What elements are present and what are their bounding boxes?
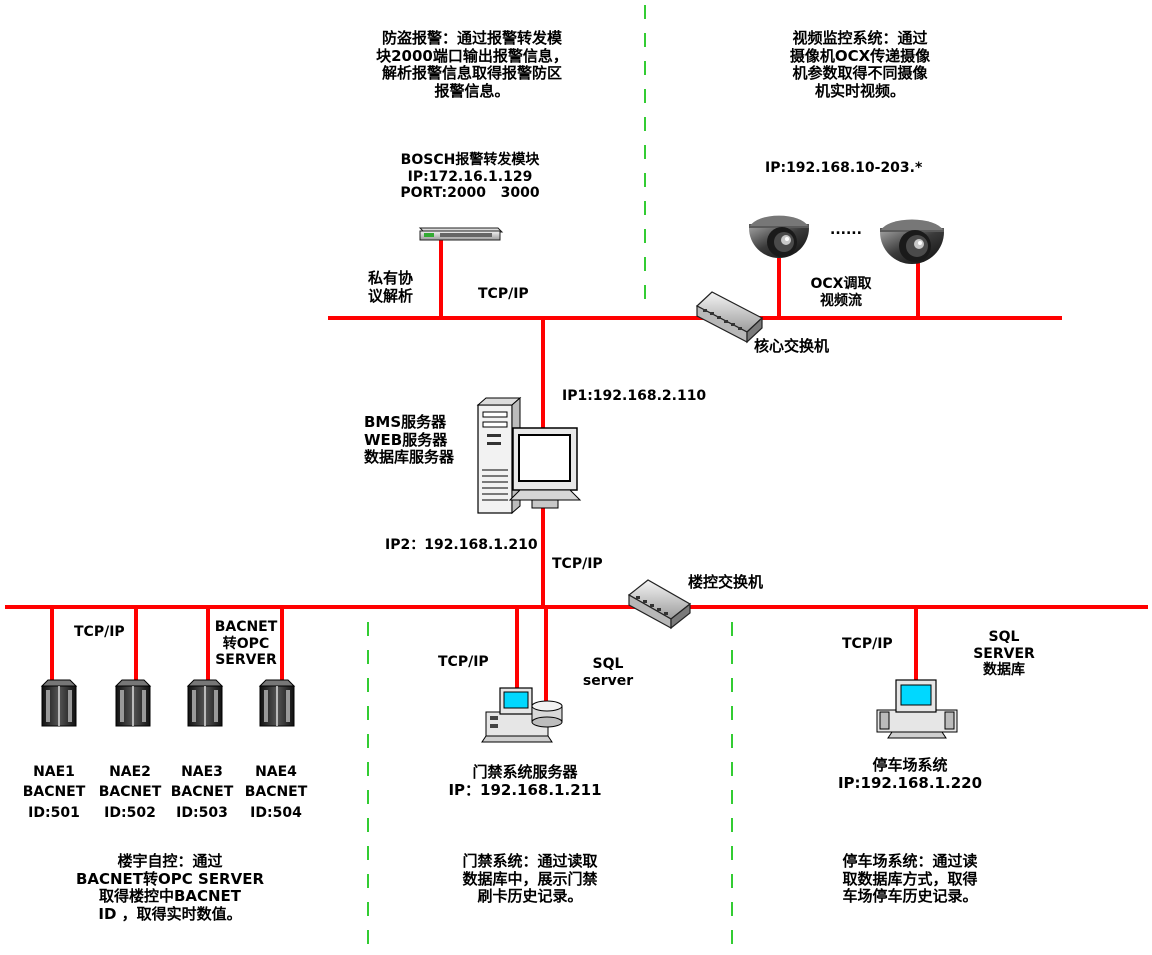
core-switch-icon — [695, 291, 764, 344]
security-desc-line: 块2000端口输出报警信息， — [376, 46, 568, 65]
alarm-module-name: BOSCH报警转发模块 — [400, 152, 540, 168]
video-stream-line: 视频流 — [820, 292, 862, 309]
nae-name: NAE3 — [181, 764, 223, 780]
video-desc-line: 视频监控系统：通过 — [792, 29, 928, 47]
access-desc-line: 门禁系统：通过读取 — [462, 852, 598, 870]
security-description: 防盗报警：通过报警转发模 块2000端口输出报警信息， 解析报警信息取得报警防区… — [358, 29, 586, 101]
parking-sql-label: SQL SERVER 数据库 — [964, 629, 1044, 679]
gateway-label-line: 转OPC — [222, 635, 270, 652]
camera-ellipsis: ...... — [830, 222, 862, 238]
video-stream-line: OCX调取 — [810, 276, 872, 292]
security-desc-line: 防盗报警：通过报警转发模 — [381, 29, 562, 47]
video-desc-line: 机实时视频。 — [814, 82, 905, 101]
access-server-ip: IP：192.168.1.211 — [448, 780, 602, 799]
gateway-label-line: SERVER — [215, 652, 277, 669]
nae-id: ID:501 — [28, 804, 80, 821]
access-workstation-icon — [481, 687, 553, 743]
parking-description: 停车场系统：通过读 取数据库方式，取得 车场停车历史记录。 — [810, 852, 1010, 906]
parking-workstation-icon — [876, 679, 958, 739]
alarm-module-label: BOSCH报警转发模块 IP:172.16.1.129 PORT:2000 30… — [380, 152, 560, 202]
nae-name: NAE4 — [255, 764, 297, 780]
bas-desc-line: ID ，取得实时数值。 — [98, 905, 242, 924]
parking-tcpip-label: TCP/IP — [842, 636, 893, 652]
nae-label: NAE3 BACNET ID:503 — [170, 762, 234, 823]
video-stream-label: OCX调取 视频流 — [806, 276, 876, 309]
private-protocol-line: 议解析 — [368, 286, 414, 305]
access-sql-line: SQL — [592, 656, 624, 672]
nae-name: NAE2 — [109, 764, 151, 780]
building-switch-icon — [627, 579, 692, 630]
nae-id: ID:502 — [104, 804, 156, 821]
access-tcpip-label: TCP/IP — [438, 654, 489, 670]
nae-id: ID:503 — [176, 804, 228, 821]
nae-label: NAE1 BACNET ID:501 — [22, 762, 86, 823]
core-switch-label: 核心交换机 — [754, 337, 830, 355]
server-label-line: BMS服务器 — [364, 413, 447, 431]
private-protocol-label: 私有协 议解析 — [368, 269, 414, 305]
video-desc-line: 摄像机OCX传递摄像 — [789, 46, 931, 65]
nae-controller-icon — [114, 679, 152, 727]
alarm-module-port: PORT:2000 3000 — [400, 185, 540, 202]
parking-system-ip: IP:192.168.1.220 — [837, 773, 983, 792]
security-desc-line: 解析报警信息取得报警防区 — [381, 64, 562, 83]
gateway-label-line: BACNET — [214, 619, 278, 635]
parking-desc-line: 车场停车历史记录。 — [842, 887, 978, 906]
database-cylinder-icon — [531, 700, 563, 728]
parking-desc-line: 取数据库方式，取得 — [842, 869, 978, 888]
private-protocol-line: 私有协 — [368, 269, 414, 287]
access-server-label: 门禁系统服务器 IP：192.168.1.211 — [420, 763, 630, 799]
server-label-line: 数据库服务器 — [364, 448, 455, 467]
parking-system-name: 停车场系统 — [872, 756, 948, 774]
video-description: 视频监控系统：通过 摄像机OCX传递摄像 机参数取得不同摄像 机实时视频。 — [762, 29, 958, 101]
server-computer-icon — [476, 396, 582, 515]
camera-ip-label: IP:192.168.10-203.* — [765, 160, 923, 176]
nae-label: NAE4 BACNET ID:504 — [244, 762, 308, 823]
access-desc-line: 刷卡历史记录。 — [477, 887, 583, 906]
parking-sql-line: SERVER — [973, 645, 1035, 662]
nae-protocol: BACNET — [22, 784, 86, 801]
nae-label: NAE2 BACNET ID:502 — [98, 762, 162, 823]
network-lines — [5, 240, 1148, 705]
video-desc-line: 机参数取得不同摄像 — [792, 64, 928, 83]
bas-desc-line: BACNET转OPC SERVER — [75, 869, 265, 888]
access-description: 门禁系统：通过读取 数据库中，展示门禁 刷卡历史记录。 — [430, 852, 630, 906]
nae-protocol: BACNET — [98, 784, 162, 801]
nae-id: ID:504 — [250, 804, 302, 821]
server-ip2-label: IP2：192.168.1.210 — [385, 537, 538, 553]
bas-desc-line: 楼宇自控：通过 — [117, 852, 223, 870]
server-label-line: WEB服务器 — [364, 430, 448, 449]
bas-tcpip-label: TCP/IP — [74, 624, 125, 640]
bas-description: 楼宇自控：通过 BACNET转OPC SERVER 取得楼控中BACNET ID… — [60, 852, 280, 924]
dome-camera-icon — [749, 215, 809, 258]
server-label: BMS服务器 WEB服务器 数据库服务器 — [364, 413, 455, 467]
nae-name: NAE1 — [33, 764, 75, 780]
nae-controller-icon — [40, 679, 78, 727]
access-sql-line: server — [582, 672, 634, 689]
security-desc-line: 报警信息。 — [434, 82, 510, 101]
dome-camera-icon — [880, 219, 944, 264]
server-ip1-label: IP1:192.168.2.110 — [562, 388, 707, 404]
server-tcpip-label: TCP/IP — [552, 556, 603, 572]
core-tcpip-label: TCP/IP — [478, 286, 529, 302]
parking-system-label: 停车场系统 IP:192.168.1.220 — [810, 756, 1010, 792]
nae-protocol: BACNET — [244, 784, 308, 801]
alarm-module-ip: IP:172.16.1.129 — [407, 168, 533, 185]
nae-controller-icon — [258, 679, 296, 727]
parking-sql-line: 数据库 — [983, 662, 1025, 679]
bacnet-opc-gateway-label: BACNET 转OPC SERVER — [206, 619, 286, 669]
access-sql-label: SQL server — [568, 656, 648, 689]
parking-desc-line: 停车场系统：通过读 — [842, 852, 978, 870]
access-desc-line: 数据库中，展示门禁 — [462, 869, 598, 888]
nae-controller-icon — [186, 679, 224, 727]
building-switch-label: 楼控交换机 — [688, 573, 764, 591]
bas-desc-line: 取得楼控中BACNET — [98, 887, 242, 906]
parking-sql-line: SQL — [988, 629, 1020, 645]
alarm-module-icon — [418, 227, 504, 241]
nae-protocol: BACNET — [170, 784, 234, 801]
access-server-name: 门禁系统服务器 — [472, 763, 578, 781]
